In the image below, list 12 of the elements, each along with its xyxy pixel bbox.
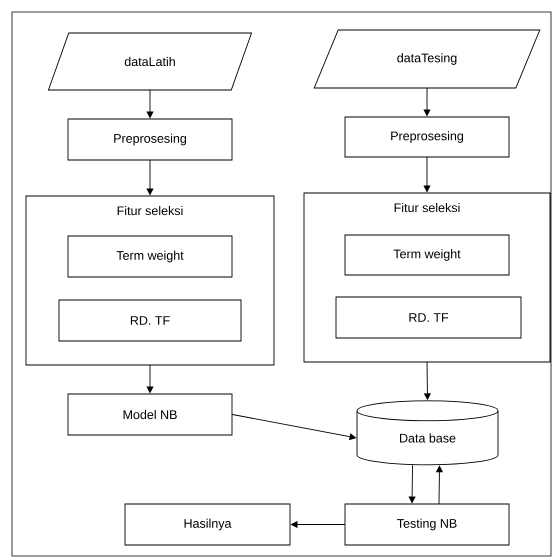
process-box: Preprosesing	[344, 116, 510, 158]
database-cylinder: Data base	[356, 400, 498, 466]
process-box: RD. TF	[336, 296, 522, 338]
process-box: Preprosesing	[68, 118, 232, 160]
process-box: Hasilnya	[124, 504, 290, 546]
process-box: Term weight	[68, 236, 232, 278]
data-parallelogram: dataTesing	[314, 30, 540, 88]
process-box: Model NB	[68, 394, 232, 436]
process-box: RD. TF	[58, 300, 242, 342]
process-box: Testing NB	[344, 504, 510, 546]
data-parallelogram: dataLatih	[48, 32, 252, 90]
process-box: Term weight	[344, 234, 510, 276]
